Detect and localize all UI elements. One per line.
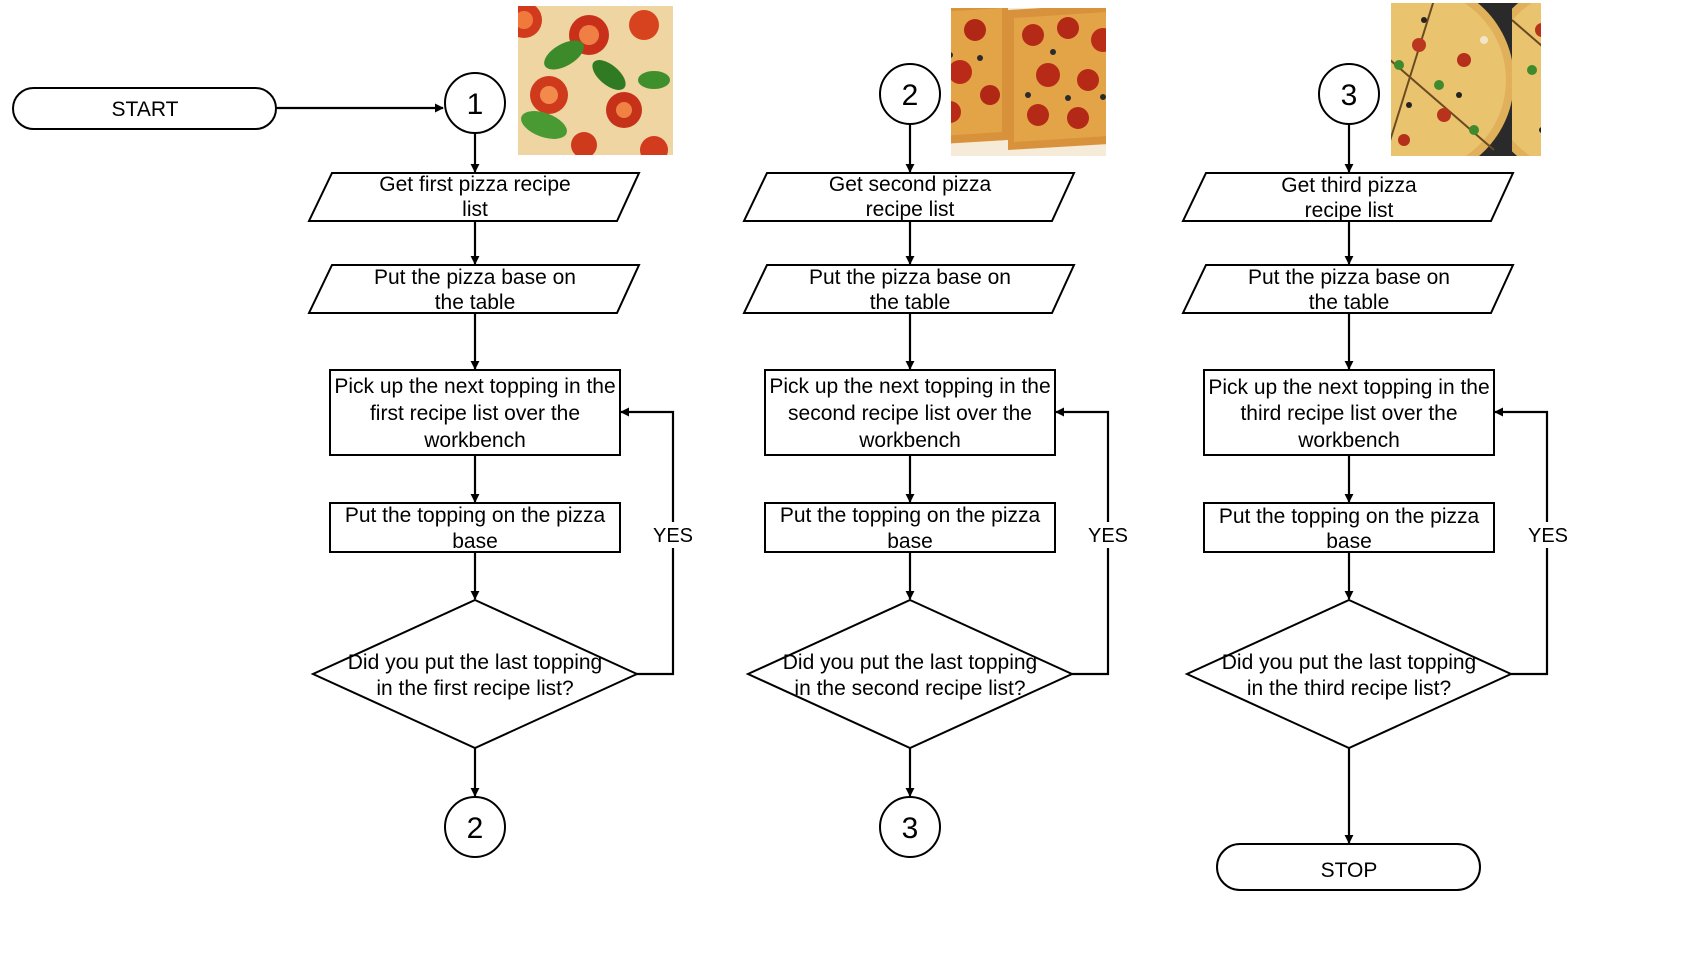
decision-diamond: Did you put the last topping in the seco… bbox=[745, 598, 1075, 750]
svg-text:the table: the table bbox=[870, 291, 951, 314]
connector-2-exit: 2 bbox=[444, 796, 506, 858]
put-topping-box: Put the topping on the pizza base bbox=[329, 502, 621, 553]
column-2: 2 Get second pizza recipe list Put the p… bbox=[742, 8, 1128, 858]
svg-text:workbench: workbench bbox=[423, 429, 526, 452]
svg-text:1: 1 bbox=[467, 88, 484, 121]
svg-text:Pick up the next topping in th: Pick up the next topping in the bbox=[769, 375, 1050, 398]
connector-1-entry: 1 bbox=[444, 72, 506, 134]
svg-text:Get third pizza: Get third pizza bbox=[1281, 174, 1417, 197]
svg-text:Put the pizza base on: Put the pizza base on bbox=[374, 266, 576, 289]
svg-text:Pick up the next topping in th: Pick up the next topping in the bbox=[334, 375, 615, 398]
svg-text:list: list bbox=[462, 198, 488, 221]
decision-diamond: Did you put the last topping in the firs… bbox=[310, 598, 640, 750]
svg-text:Pick up the next topping in th: Pick up the next topping in the bbox=[1208, 376, 1489, 399]
svg-text:Put the topping on the pizza: Put the topping on the pizza bbox=[780, 504, 1041, 527]
svg-text:Did you put the last topping: Did you put the last topping bbox=[1222, 651, 1477, 674]
pick-topping-box: Pick up the next topping in the third re… bbox=[1203, 369, 1495, 456]
connector-2-entry: 2 bbox=[879, 63, 941, 125]
pick-topping-box: Pick up the next topping in the second r… bbox=[764, 369, 1056, 456]
yes-label-bg bbox=[1530, 522, 1566, 548]
yes-label: YES bbox=[1088, 525, 1128, 547]
column-1: 1 Get first pizza recipe list Put the pi… bbox=[307, 6, 693, 858]
pizza-pepperoni-photo-icon bbox=[951, 8, 1106, 156]
pick-topping-box: Pick up the next topping in the first re… bbox=[329, 369, 621, 456]
put-base-box: Put the pizza base on the table bbox=[742, 264, 1076, 314]
pizza-margherita-photo-icon bbox=[518, 6, 673, 155]
put-topping-box: Put the topping on the pizza base bbox=[764, 502, 1056, 553]
svg-text:recipe list: recipe list bbox=[1305, 199, 1394, 222]
svg-text:the table: the table bbox=[435, 291, 516, 314]
pizza-supreme-photo-icon bbox=[1391, 3, 1541, 156]
put-base-box: Put the pizza base on the table bbox=[307, 264, 641, 314]
stop-terminator: STOP bbox=[1216, 843, 1481, 891]
start-label: START bbox=[112, 98, 179, 121]
decision-diamond: Did you put the last topping in the thir… bbox=[1184, 598, 1514, 750]
yes-label: YES bbox=[1528, 525, 1568, 547]
svg-text:Put the pizza base on: Put the pizza base on bbox=[809, 266, 1011, 289]
connector-3-entry: 3 bbox=[1318, 63, 1380, 125]
svg-text:2: 2 bbox=[467, 812, 484, 845]
get-recipe-box: Get second pizza recipe list bbox=[742, 172, 1076, 222]
svg-text:first recipe list over the: first recipe list over the bbox=[370, 402, 580, 425]
svg-text:recipe list: recipe list bbox=[866, 198, 955, 221]
svg-text:Get first pizza recipe: Get first pizza recipe bbox=[379, 173, 570, 196]
put-topping-box: Put the topping on the pizza base bbox=[1203, 502, 1495, 553]
start-terminator: START bbox=[12, 87, 277, 130]
put-base-box: Put the pizza base on the table bbox=[1181, 264, 1515, 314]
svg-text:the table: the table bbox=[1309, 291, 1390, 314]
svg-text:Get second pizza: Get second pizza bbox=[829, 173, 992, 196]
svg-text:second recipe list over the: second recipe list over the bbox=[788, 402, 1032, 425]
yes-label-bg bbox=[1091, 522, 1127, 548]
column-3: 3 Get third pizza recipe list Put the pi… bbox=[1181, 3, 1568, 844]
svg-text:Did you put the last topping: Did you put the last topping bbox=[348, 651, 603, 674]
svg-text:base: base bbox=[1326, 530, 1372, 553]
connector-3-exit: 3 bbox=[879, 796, 941, 858]
svg-text:in the second recipe list?: in the second recipe list? bbox=[794, 677, 1025, 700]
get-recipe-box: Get third pizza recipe list bbox=[1181, 172, 1515, 222]
svg-text:base: base bbox=[887, 530, 933, 553]
svg-text:in the third recipe list?: in the third recipe list? bbox=[1247, 677, 1451, 700]
svg-text:Put the topping on the pizza: Put the topping on the pizza bbox=[345, 504, 606, 527]
svg-text:third recipe list over the: third recipe list over the bbox=[1240, 402, 1457, 425]
svg-text:workbench: workbench bbox=[858, 429, 961, 452]
svg-text:Put the pizza base on: Put the pizza base on bbox=[1248, 266, 1450, 289]
yes-label-bg bbox=[656, 522, 692, 548]
svg-text:Did you put the last topping: Did you put the last topping bbox=[783, 651, 1038, 674]
svg-text:Put the topping on the pizza: Put the topping on the pizza bbox=[1219, 505, 1480, 528]
stop-label: STOP bbox=[1321, 859, 1378, 882]
svg-text:in the first recipe list?: in the first recipe list? bbox=[376, 677, 573, 700]
svg-text:2: 2 bbox=[902, 79, 919, 112]
svg-text:3: 3 bbox=[902, 812, 919, 845]
get-recipe-box: Get first pizza recipe list bbox=[307, 172, 641, 222]
yes-label: YES bbox=[653, 525, 693, 547]
svg-text:3: 3 bbox=[1341, 79, 1358, 112]
svg-text:workbench: workbench bbox=[1297, 429, 1400, 452]
svg-text:base: base bbox=[452, 530, 498, 553]
